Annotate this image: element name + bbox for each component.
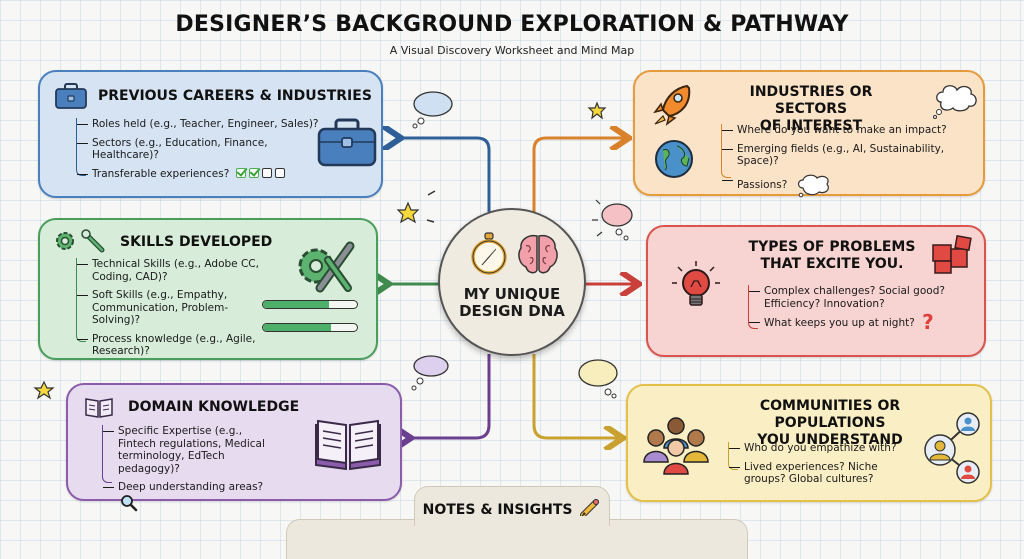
hub-title-line1: MY UNIQUE	[463, 285, 561, 303]
wrench-icon	[81, 229, 105, 253]
hub-title-line2: DESIGN DNA	[459, 302, 565, 320]
star-icon	[33, 380, 55, 400]
list-item: Where do you want to make an impact?	[721, 124, 971, 137]
briefcase-icon	[317, 118, 377, 167]
magnifier-icon	[121, 494, 138, 511]
card-industries-of-interest: INDUSTRIES OR SECTORS OF INTEREST Where …	[633, 70, 985, 198]
thought-cloud-icon	[592, 199, 633, 241]
rocket-icon	[653, 84, 691, 126]
list-item: Lived experiences? Niche groups? Global …	[728, 461, 918, 486]
card-title: COMMUNITIES OR POPULATIONS YOU UNDERSTAN…	[757, 398, 903, 448]
book-icon	[315, 419, 381, 471]
star-icon	[396, 201, 420, 224]
star-icon	[587, 101, 607, 120]
puzzle-icon	[932, 235, 972, 274]
list-item: Roles held (e.g., Teacher, Engineer, Sal…	[76, 118, 326, 131]
list-item: What keeps you up at night? ?	[748, 312, 948, 332]
list-item: Sectors (e.g., Education, Finance, Healt…	[76, 137, 326, 162]
thought-cloud-icon	[797, 174, 829, 197]
card-title: DOMAIN KNOWLEDGE	[128, 399, 300, 415]
thought-cloud-icon	[933, 85, 977, 119]
lightbulb-icon	[672, 261, 720, 306]
compass-icon	[471, 232, 507, 275]
page-subtitle: A Visual Discovery Worksheet and Mind Ma…	[389, 44, 635, 57]
book-icon	[85, 398, 113, 418]
people-group-icon	[643, 417, 709, 475]
question-mark-icon: ?	[922, 310, 934, 334]
list-item: Technical Skills (e.g., Adobe CC, Coding…	[76, 258, 266, 283]
central-hub: MY UNIQUE DESIGN DNA	[438, 208, 586, 356]
list-item: Transferable experiences?	[76, 167, 326, 181]
card-skills-developed: SKILLS DEVELOPED Technical Skills (e.g.,…	[38, 218, 378, 360]
pencil-icon	[580, 499, 600, 518]
card-title: SKILLS DEVELOPED	[120, 234, 273, 250]
list-item: Complex challenges? Social good? Efficie…	[748, 285, 948, 310]
thought-cloud-icon	[412, 91, 453, 129]
list-item: Passions?	[721, 174, 971, 198]
checkbox[interactable]	[248, 167, 259, 178]
briefcase-icon	[55, 83, 87, 109]
checkbox[interactable]	[235, 167, 246, 178]
list-item: Process knowledge (e.g., Agile, Research…	[76, 333, 266, 358]
list-item: Deep understanding areas?	[102, 481, 272, 512]
card-title: INDUSTRIES OR SECTORS OF INTEREST	[749, 84, 873, 134]
list-item: Emerging fields (e.g., AI, Sustainabilit…	[721, 143, 971, 168]
thought-cloud-icon	[411, 355, 449, 391]
card-title: PREVIOUS CAREERS & INDUSTRIES	[98, 88, 372, 104]
card-domain-knowledge: DOMAIN KNOWLEDGE Specific Expertise (e.g…	[66, 383, 402, 511]
progress-bar-soft-skills	[262, 300, 358, 309]
list-item: Soft Skills (e.g., Empathy, Communicatio…	[76, 289, 266, 327]
list-item: Specific Expertise (e.g., Fintech regula…	[102, 425, 272, 475]
card-types-of-problems: TYPES OF PROBLEMS THAT EXCITE YOU. Compl…	[646, 225, 986, 357]
gear-wrench-icon	[298, 241, 355, 293]
progress-bar-process-knowledge	[262, 323, 358, 332]
brain-icon	[518, 234, 558, 274]
list-item: Who do you empathize with?	[728, 442, 918, 455]
globe-icon	[655, 140, 693, 178]
checkbox[interactable]	[274, 167, 285, 178]
page-title: DESIGNER’S BACKGROUND EXPLORATION & PATH…	[175, 12, 849, 37]
thought-cloud-icon	[578, 359, 618, 399]
gear-icon	[56, 232, 74, 250]
checkbox[interactable]	[261, 167, 272, 178]
network-icon	[924, 412, 980, 484]
notes-title: NOTES & INSIGHTS	[422, 502, 573, 518]
card-communities: COMMUNITIES OR POPULATIONS YOU UNDERSTAN…	[626, 384, 992, 502]
card-previous-careers: PREVIOUS CAREERS & INDUSTRIES Roles held…	[38, 70, 383, 198]
card-title: TYPES OF PROBLEMS THAT EXCITE YOU.	[748, 239, 916, 272]
